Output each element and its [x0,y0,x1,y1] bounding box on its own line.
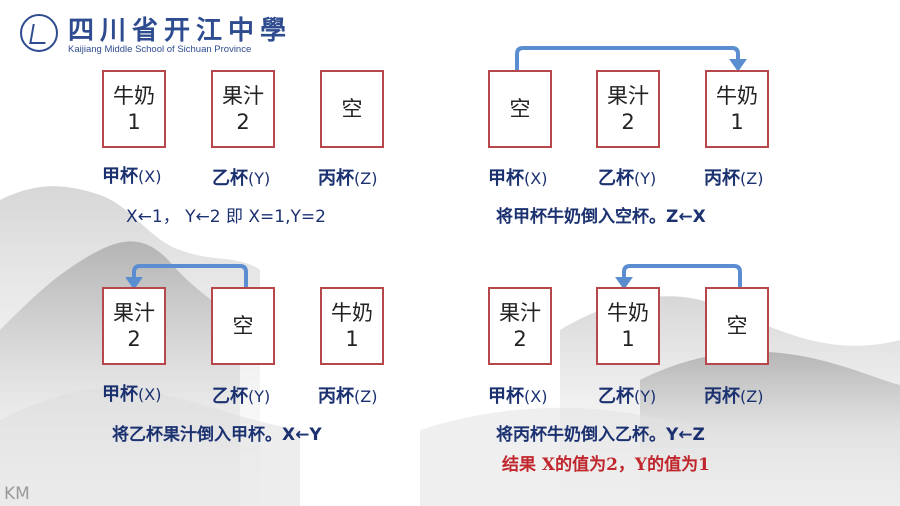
school-name-cn: 四川省开江中學 [68,16,293,46]
cup-label-jia: 甲杯(X) [488,168,548,189]
cup-jia-panel-2: 空 [488,70,552,148]
school-name-en: Kaijiang Middle School of Sichuan Provin… [68,44,252,55]
step-caption-4: 将丙杯牛奶倒入乙杯。Y←Z [496,425,705,445]
watermark-text: KM [4,484,30,504]
cup-content: 牛奶 [716,84,758,108]
cup-content: 果汁 [113,301,155,325]
cup-value: 2 [127,327,141,351]
cup-yi-panel-3: 空 [211,287,275,365]
cup-yi-panel-4: 牛奶 1 [596,287,660,365]
cup-content: 牛奶 [331,301,373,325]
cup-yi-panel-1: 果汁 2 [211,70,275,148]
cup-label-bing: 丙杯(Z) [318,168,378,189]
cup-content: 果汁 [222,84,264,108]
cup-value: 2 [621,110,635,134]
cup-content: 果汁 [499,301,541,325]
cup-bing-panel-3: 牛奶 1 [320,287,384,365]
cup-value: 2 [513,327,527,351]
cup-bing-panel-2: 牛奶 1 [705,70,769,148]
cup-content: 空 [232,314,254,338]
cup-bing-panel-1: 空 [320,70,384,148]
cup-label-yi: 乙杯(Y) [212,386,271,407]
cup-label-yi: 乙杯(Y) [598,386,657,407]
cup-label-jia: 甲杯(X) [102,384,162,405]
cup-jia-panel-3: 果汁 2 [102,287,166,365]
cup-content: 牛奶 [113,84,155,108]
result-text: 结果 X的值为2，Y的值为1 [502,455,710,475]
school-logo: 四川省开江中學 Kaijiang Middle School of Sichua… [16,8,286,56]
school-emblem-icon [20,14,58,52]
cup-jia-panel-1: 牛奶 1 [102,70,166,148]
cup-bing-panel-4: 空 [705,287,769,365]
cup-jia-panel-4: 果汁 2 [488,287,552,365]
step-caption-3: 将乙杯果汁倒入甲杯。X←Y [112,425,322,445]
cup-label-yi: 乙杯(Y) [598,168,657,189]
cup-yi-panel-2: 果汁 2 [596,70,660,148]
cup-label-jia: 甲杯(X) [488,386,548,407]
cup-value: 1 [730,110,744,134]
cup-label-yi: 乙杯(Y) [212,168,271,189]
step-caption-2: 将甲杯牛奶倒入空杯。Z←X [496,207,706,227]
cup-value: 1 [345,327,359,351]
cup-label-bing: 丙杯(Z) [704,168,764,189]
cup-label-bing: 丙杯(Z) [704,386,764,407]
cup-value: 1 [621,327,635,351]
cup-content: 空 [509,97,531,121]
cup-content: 果汁 [607,84,649,108]
cup-label-jia: 甲杯(X) [102,166,162,187]
cup-content: 空 [341,97,363,121]
cup-content: 牛奶 [607,301,649,325]
step-caption-1: X←1， Y←2 即 X=1,Y=2 [126,207,326,227]
cup-content: 空 [726,314,748,338]
cup-label-bing: 丙杯(Z) [318,386,378,407]
cup-value: 1 [127,110,141,134]
cup-value: 2 [236,110,250,134]
